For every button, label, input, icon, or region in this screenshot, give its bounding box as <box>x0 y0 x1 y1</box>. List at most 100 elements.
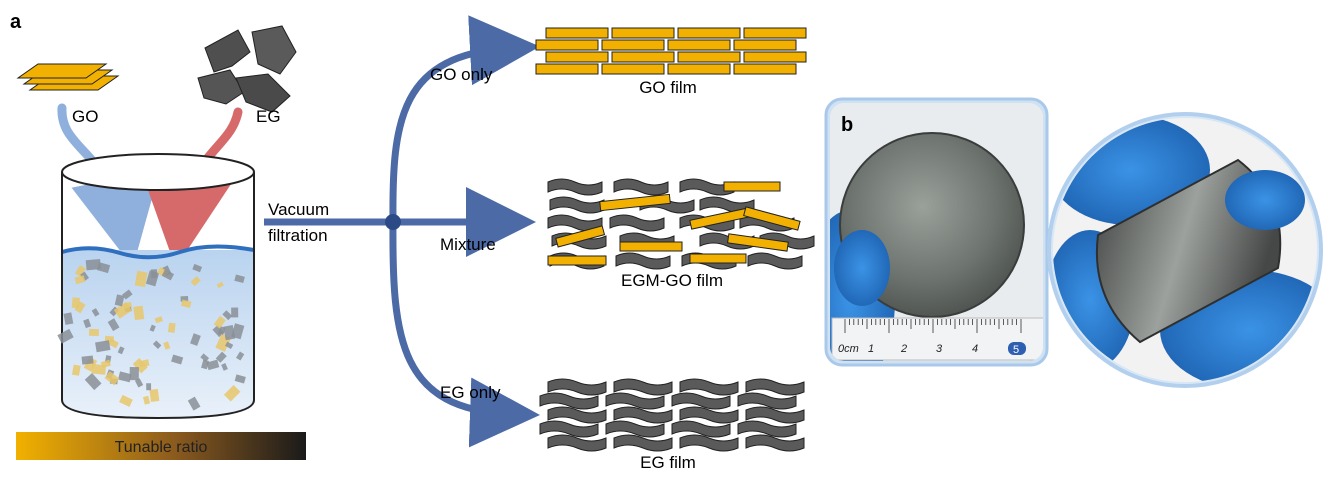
go-brick <box>743 51 807 63</box>
eg-sheet <box>547 178 603 196</box>
flake <box>83 318 92 329</box>
eg-label: EG <box>256 107 281 126</box>
flake <box>187 396 201 411</box>
branch-arrow-top <box>389 15 540 223</box>
flake <box>113 301 132 319</box>
eg-flakes-icon <box>197 25 297 113</box>
eg-sheet <box>737 420 797 438</box>
flake <box>83 356 98 372</box>
go-brick <box>601 63 665 75</box>
process-arrows <box>264 15 540 448</box>
eg-sheet <box>547 406 607 424</box>
flake <box>89 328 99 336</box>
flake <box>171 354 184 365</box>
eg-sheet <box>605 392 665 410</box>
flake <box>132 358 148 374</box>
go-brick <box>667 63 731 75</box>
go-brick <box>677 51 741 63</box>
flake <box>150 269 158 279</box>
flake <box>223 324 236 341</box>
flake <box>117 346 125 355</box>
eg-sheet <box>745 378 805 396</box>
flake <box>154 316 163 324</box>
eg-sheet <box>745 434 805 452</box>
go-brick <box>545 51 609 63</box>
flake <box>223 385 241 402</box>
branch-label-mixture: Mixture <box>440 235 496 254</box>
go-brick <box>733 39 797 51</box>
go-label: GO <box>72 107 98 126</box>
eg-sheet <box>547 434 607 452</box>
flake <box>149 324 156 332</box>
eg-sheet <box>747 252 803 270</box>
flake <box>200 353 210 362</box>
flake <box>57 328 74 344</box>
eg-sheet <box>549 196 605 214</box>
flake <box>96 262 111 274</box>
go-film-label: GO film <box>639 78 697 97</box>
eg-sheet <box>737 392 797 410</box>
flake <box>216 281 224 289</box>
eg-sheet <box>679 434 739 452</box>
flake <box>63 312 74 325</box>
go-brick <box>667 39 731 51</box>
flake <box>212 325 225 338</box>
go-brick <box>677 27 741 39</box>
flake <box>139 359 150 368</box>
go-sheet <box>743 206 801 231</box>
filtration-label: filtration <box>268 226 328 245</box>
eg-sheet <box>671 420 731 438</box>
go-brick <box>743 27 807 39</box>
branch-arrow-bottom <box>389 221 540 448</box>
flake <box>118 371 132 383</box>
flake <box>74 265 86 277</box>
flake <box>163 341 171 350</box>
dispersed-flakes <box>57 258 246 411</box>
eg-sheet <box>613 378 673 396</box>
go-sheets-icon <box>16 63 120 91</box>
flake <box>234 274 245 284</box>
flake <box>80 271 90 281</box>
flake <box>114 294 125 307</box>
flake <box>201 359 210 370</box>
flake <box>213 315 226 329</box>
go-sheet <box>599 193 671 212</box>
flake <box>84 373 102 391</box>
branch-label-eg-only: EG only <box>440 383 501 402</box>
ruler-tick-label: 2 <box>900 343 907 355</box>
go-sheet <box>723 181 781 192</box>
eg-sheet <box>539 420 599 438</box>
eg-film-diagram <box>539 378 805 452</box>
photo-rolled-film <box>1047 112 1323 388</box>
flake <box>146 383 152 391</box>
flake <box>215 351 227 363</box>
flake <box>190 276 201 287</box>
eg-sheet <box>679 178 735 196</box>
ruler-unit-label: 0cm <box>838 343 859 355</box>
flake <box>95 340 111 353</box>
flake <box>152 340 162 349</box>
flake <box>134 378 144 388</box>
flake <box>167 322 176 333</box>
eg-sheet <box>615 252 671 270</box>
eg-film-label: EG film <box>640 453 696 472</box>
flake <box>72 364 81 376</box>
flake <box>236 351 245 361</box>
go-input-arrow <box>57 103 160 268</box>
eg-sheet <box>745 406 805 424</box>
flake <box>134 270 148 288</box>
go-brick <box>611 51 675 63</box>
go-brick <box>535 39 599 51</box>
eg-sheet <box>613 178 669 196</box>
go-sheet <box>619 241 683 252</box>
go-film-diagram <box>535 27 807 75</box>
photo-disk-with-ruler: 0cm 1 2 3 4 5 <box>824 97 1049 367</box>
flake <box>206 359 220 371</box>
flake <box>190 333 201 346</box>
flake <box>122 289 133 300</box>
eg-input-arrow <box>141 107 243 268</box>
eg-sheet <box>547 378 607 396</box>
eg-sheet <box>679 406 739 424</box>
eg-sheet <box>613 434 673 452</box>
